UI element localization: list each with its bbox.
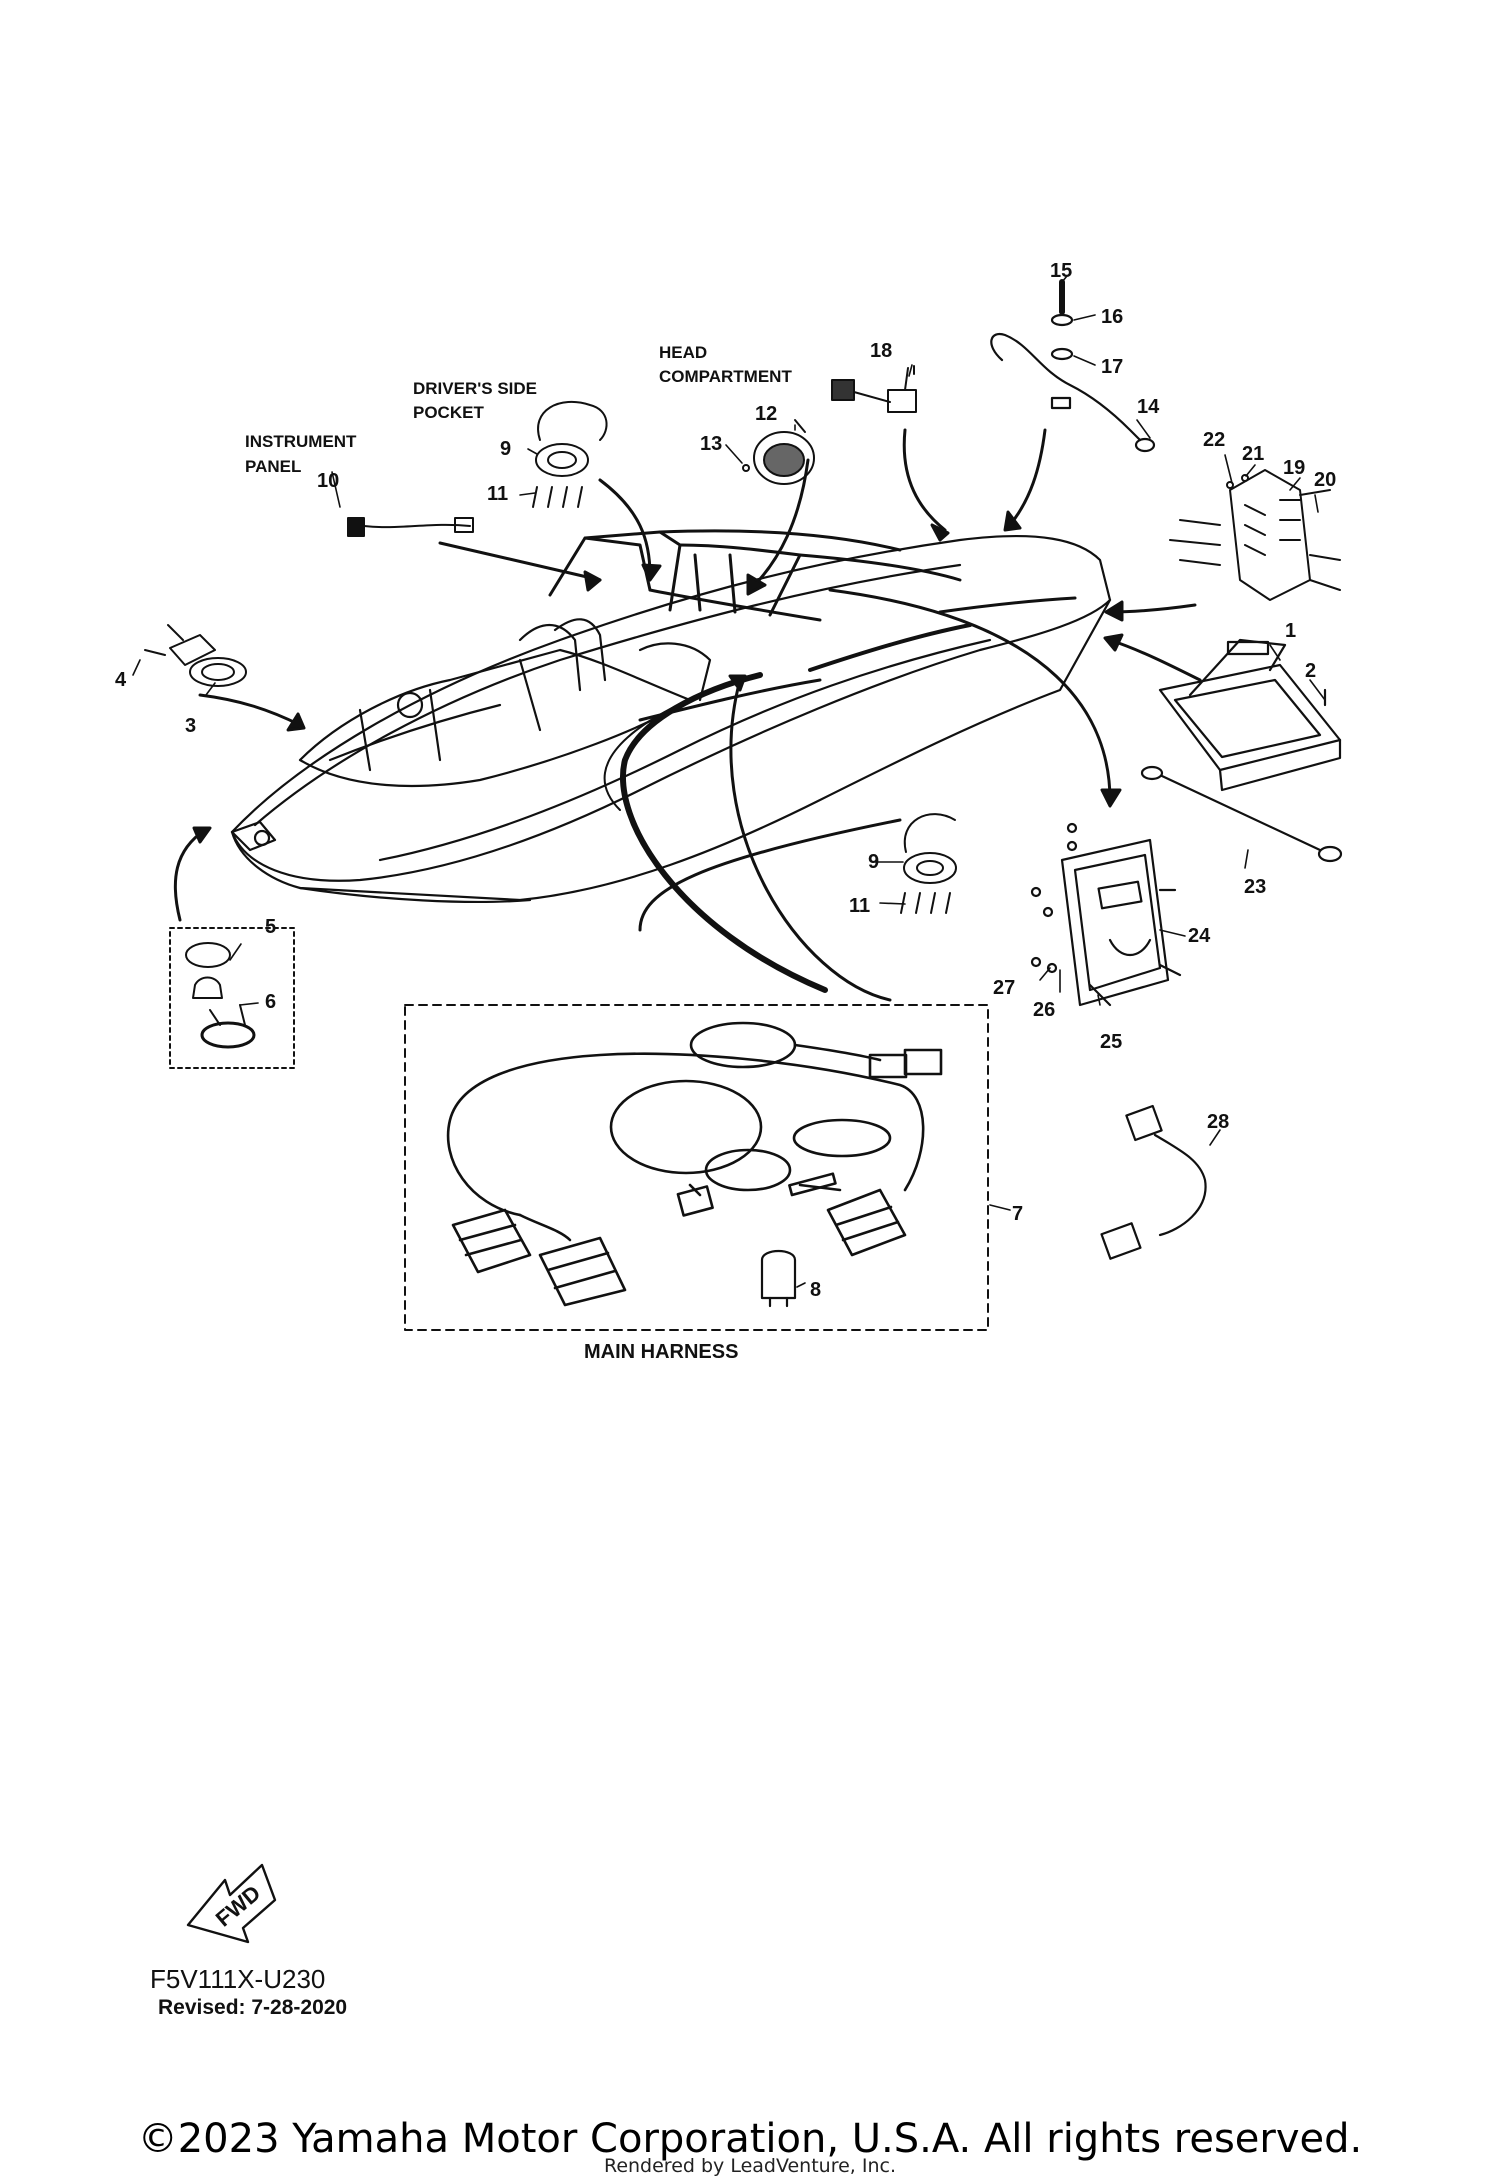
- boat-hull: [230, 535, 1112, 904]
- part-label: 1: [1285, 620, 1296, 642]
- part-1-battery-tray: [1158, 638, 1342, 792]
- part-label: 16: [1101, 306, 1123, 328]
- part-label: 22: [1203, 429, 1225, 451]
- part-23-cable: [1140, 765, 1343, 863]
- leader-lines: [132, 275, 1326, 1288]
- part-12-light: [742, 419, 815, 485]
- part-label: 10: [317, 470, 339, 492]
- part-9-switch-lower: [900, 813, 957, 914]
- svg-text:POCKET: POCKET: [413, 403, 484, 422]
- callout-drivers-side-pocket: DRIVER'S SIDE POCKET: [413, 379, 537, 422]
- svg-text:DRIVER'S SIDE: DRIVER'S SIDE: [413, 379, 537, 398]
- part-label: 25: [1100, 1031, 1122, 1053]
- copyright-notice: ©2023 Yamaha Motor Corporation, U.S.A. A…: [137, 2116, 1363, 2162]
- svg-text:HEAD: HEAD: [659, 343, 707, 362]
- part-label: 18: [870, 340, 892, 362]
- part-label: 11: [487, 483, 508, 505]
- part-label: 8: [810, 1279, 821, 1301]
- part-label: 6: [265, 991, 276, 1013]
- part-label: 27: [993, 977, 1015, 999]
- part-9-switch-upper: [532, 400, 608, 508]
- diagram-part-code: F5V111X-U230: [150, 1964, 326, 1994]
- part-19-switch-box: [1169, 469, 1341, 601]
- svg-text:PANEL: PANEL: [245, 457, 301, 476]
- part-label: 26: [1033, 999, 1055, 1021]
- part-label: 24: [1188, 925, 1211, 947]
- render-credit: Rendered by LeadVenture, Inc.: [603, 2155, 897, 2177]
- part-label: 20: [1314, 469, 1336, 491]
- part-label: 11: [849, 895, 870, 917]
- assembly-arrows: [173, 428, 1202, 1002]
- part-label: 9: [500, 438, 511, 460]
- main-harness-box: MAIN HARNESS: [404, 1004, 989, 1363]
- revision-date: Revised: 7-28-2020: [158, 1996, 348, 2019]
- part-3-fitting: [144, 624, 247, 687]
- part-label: 15: [1050, 260, 1072, 282]
- part-label: 2: [1305, 660, 1316, 682]
- svg-text:INSTRUMENT: INSTRUMENT: [245, 432, 357, 451]
- part-label: 17: [1101, 356, 1123, 378]
- part-label: 23: [1244, 876, 1266, 898]
- part-label: 7: [1012, 1203, 1023, 1225]
- part-label: 19: [1283, 457, 1305, 479]
- part-label: 12: [755, 403, 777, 425]
- part-label: 5: [265, 916, 276, 938]
- part-14-cable: [990, 279, 1156, 453]
- part-label: 3: [185, 715, 196, 737]
- part-8-relay: [760, 1249, 797, 1308]
- part-label: 9: [868, 851, 879, 873]
- part-labels: 1 2 3 4 5 6 7 8 9 9 10 11 11 12 13 14 15…: [115, 260, 1336, 1301]
- part-label: 4: [115, 669, 127, 691]
- svg-text:COMPARTMENT: COMPARTMENT: [659, 367, 792, 386]
- part-28-adapter: [1100, 1104, 1207, 1260]
- part-5-bow-light-kit: [169, 927, 295, 1069]
- part-10-connector: [347, 517, 474, 537]
- callout-head-compartment: HEAD COMPARTMENT: [659, 343, 792, 386]
- part-label: 14: [1137, 396, 1160, 418]
- callout-instrument-panel: INSTRUMENT PANEL: [245, 432, 357, 476]
- part-label: 28: [1207, 1111, 1229, 1133]
- part-label: 21: [1242, 443, 1264, 465]
- part-24-control-unit: [1030, 822, 1182, 1007]
- main-harness-caption: MAIN HARNESS: [584, 1341, 738, 1363]
- part-7-harness: [446, 1021, 943, 1307]
- fwd-arrow-icon: FWD: [186, 1863, 277, 1944]
- part-label: 13: [700, 433, 722, 455]
- part-18-sensor: [831, 365, 917, 413]
